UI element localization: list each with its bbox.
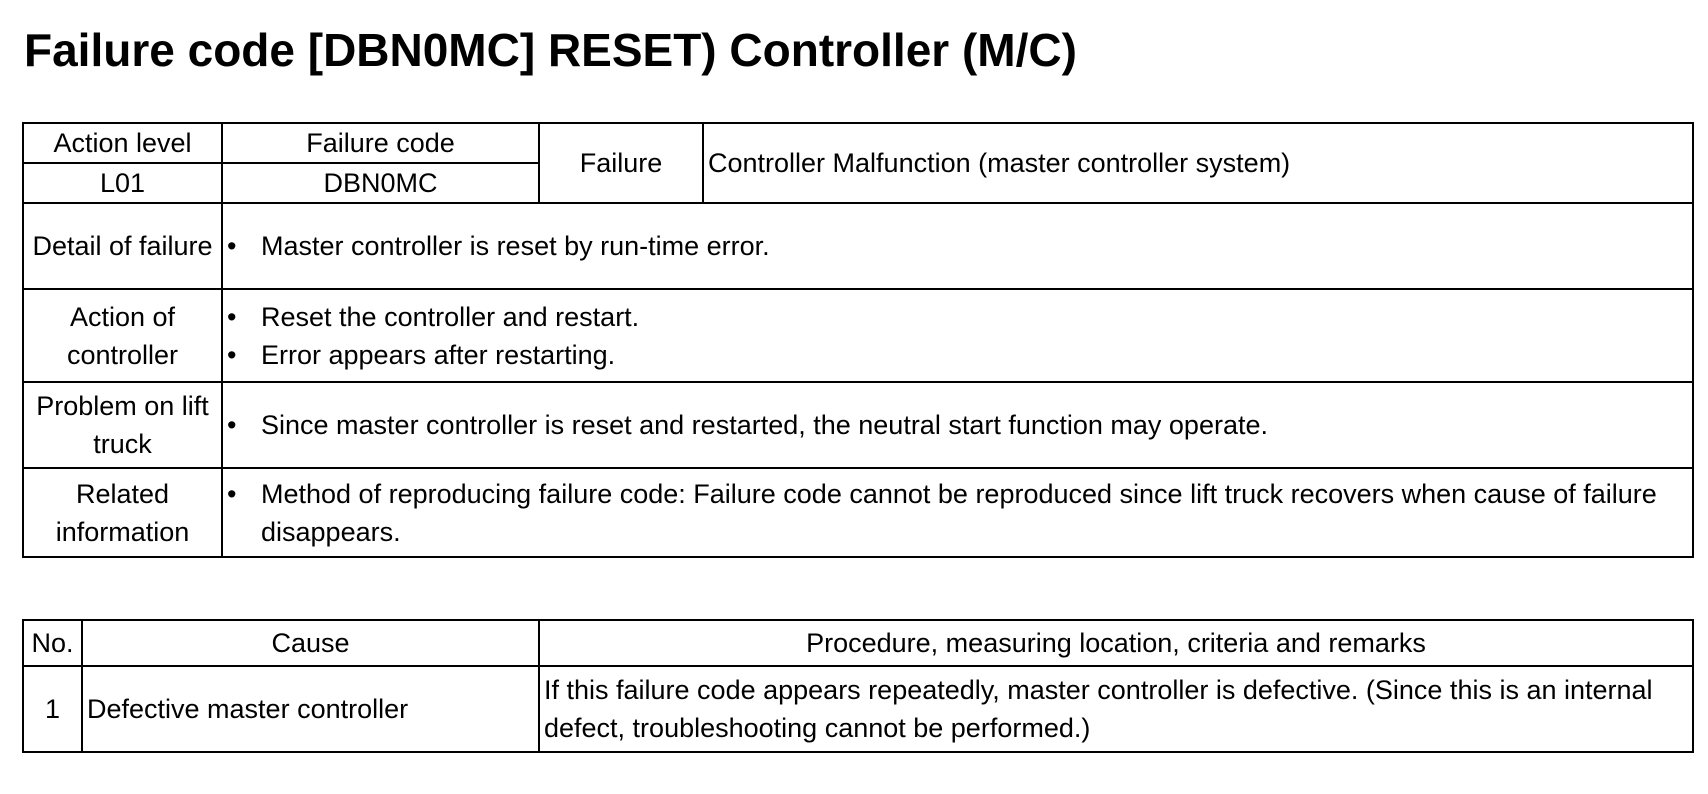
- failure-label: Failure: [538, 122, 704, 204]
- table-row: 1 Defective master controller If this fa…: [22, 665, 1694, 753]
- cause-header: Cause: [81, 619, 540, 667]
- bullet-list: Reset the controller and restart. Error …: [223, 298, 1692, 374]
- bullet-item: Since master controller is reset and res…: [223, 406, 1692, 444]
- row-content: Since master controller is reset and res…: [221, 381, 1694, 469]
- problem-on-lift-truck-row: Problem on lift truck Since master contr…: [22, 381, 1694, 469]
- page-title: Failure code [DBN0MC] RESET) Controller …: [24, 24, 1077, 76]
- detail-of-failure-row: Detail of failure Master controller is r…: [22, 202, 1694, 290]
- summary-header-row: Action level Failure code Failure Contro…: [22, 122, 1694, 204]
- bullet-list: Since master controller is reset and res…: [223, 406, 1692, 444]
- cause-header-row: No. Cause Procedure, measuring location,…: [22, 619, 1694, 667]
- failure-description: Controller Malfunction (master controlle…: [702, 122, 1694, 204]
- action-level-value: L01: [22, 162, 223, 204]
- row-content: Method of reproducing failure code: Fail…: [221, 467, 1694, 558]
- row-label: Action of controller: [22, 288, 223, 383]
- failure-summary-table: Action level Failure code Failure Contro…: [22, 122, 1694, 558]
- failure-code-value: DBN0MC: [221, 162, 540, 204]
- bullet-list: Method of reproducing failure code: Fail…: [223, 475, 1692, 551]
- row-label: Detail of failure: [22, 202, 223, 290]
- procedure-text: If this failure code appears repeatedly,…: [538, 665, 1694, 753]
- cause-number: 1: [22, 665, 83, 753]
- bullet-item: Reset the controller and restart.: [223, 298, 1692, 336]
- related-information-row: Related information Method of reproducin…: [22, 467, 1694, 558]
- no-header: No.: [22, 619, 83, 667]
- action-of-controller-row: Action of controller Reset the controlle…: [22, 288, 1694, 383]
- action-level-header: Action level: [22, 122, 223, 164]
- procedure-header: Procedure, measuring location, criteria …: [538, 619, 1694, 667]
- bullet-item: Error appears after restarting.: [223, 336, 1692, 374]
- row-label: Problem on lift truck: [22, 381, 223, 469]
- cause-text: Defective master controller: [81, 665, 540, 753]
- bullet-list: Master controller is reset by run-time e…: [223, 227, 1692, 265]
- summary-value-row: L01 DBN0MC: [22, 162, 1693, 204]
- row-content: Reset the controller and restart. Error …: [221, 288, 1694, 383]
- failure-code-header: Failure code: [221, 122, 540, 164]
- bullet-item: Method of reproducing failure code: Fail…: [223, 475, 1692, 551]
- row-label: Related information: [22, 467, 223, 558]
- bullet-item: Master controller is reset by run-time e…: [223, 227, 1692, 265]
- cause-table: No. Cause Procedure, measuring location,…: [22, 619, 1694, 753]
- row-content: Master controller is reset by run-time e…: [221, 202, 1694, 290]
